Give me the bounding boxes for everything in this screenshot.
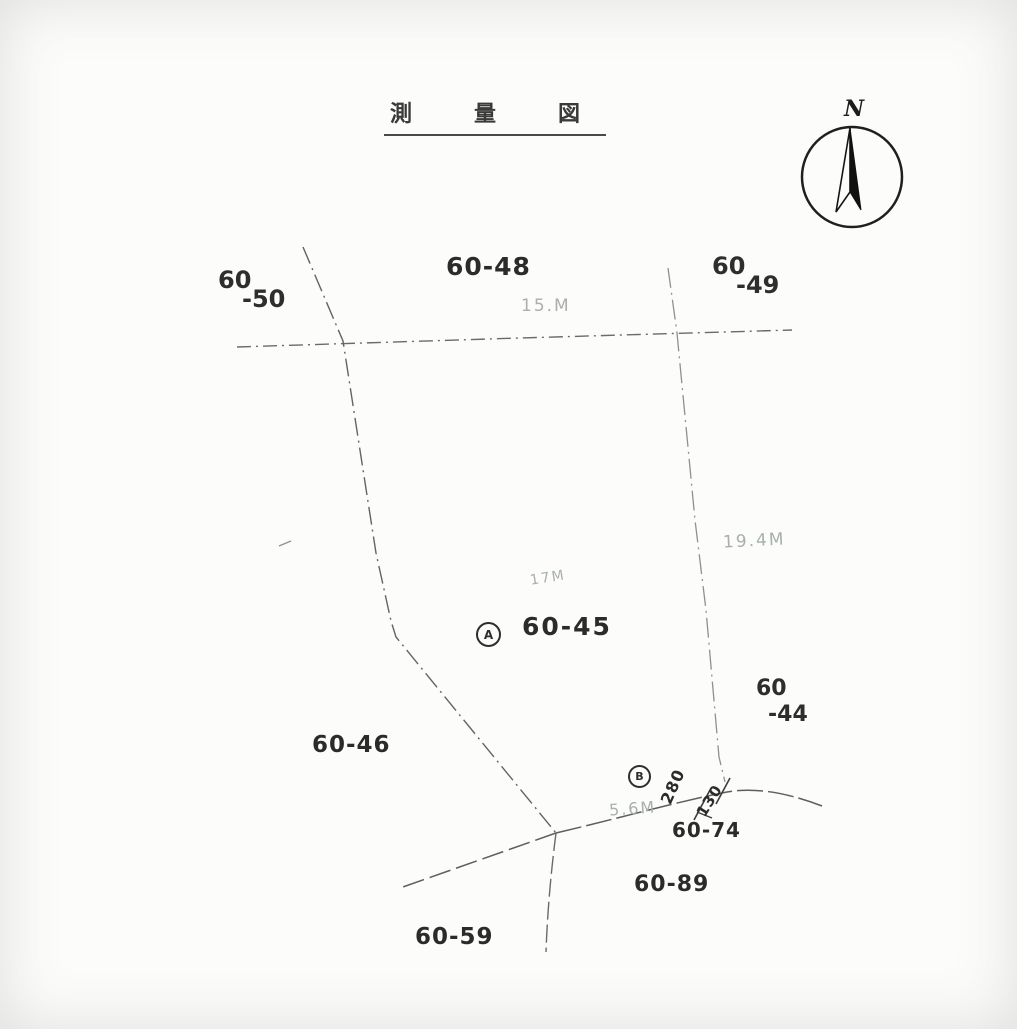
parcel-60-49-line2: -49 bbox=[736, 271, 780, 299]
parcel-label-60-50: 60 -50 bbox=[218, 266, 308, 322]
parcel-60-50-line1: 60 bbox=[218, 266, 252, 294]
parcel-label-60-59: 60-59 bbox=[415, 924, 494, 950]
tick-mark-2 bbox=[715, 777, 731, 805]
parcel-label-60-46: 60-46 bbox=[312, 732, 391, 758]
point-marker-b: B bbox=[628, 765, 651, 788]
boundary-southwest bbox=[399, 832, 557, 889]
tick-mark-1 bbox=[693, 789, 711, 821]
measurement-top-edge: 15.M bbox=[521, 296, 571, 316]
measurement-right-edge: 19.4M bbox=[722, 529, 787, 553]
parcel-label-60-89: 60-89 bbox=[634, 872, 710, 897]
boundary-bottom-curve bbox=[555, 789, 823, 834]
boundary-south bbox=[545, 832, 557, 953]
parcel-60-49-line1: 60 bbox=[712, 252, 746, 280]
compass-icon bbox=[800, 125, 904, 229]
boundary-top bbox=[236, 329, 793, 348]
compass-north-label: N bbox=[844, 96, 865, 122]
parcel-label-60-48: 60-48 bbox=[446, 252, 531, 281]
point-marker-a: A bbox=[476, 622, 501, 647]
parcel-60-44-line2: -44 bbox=[768, 702, 808, 727]
parcel-label-60-45: 60-45 bbox=[522, 612, 612, 641]
boundary-right bbox=[667, 267, 726, 783]
parcel-60-44-line1: 60 bbox=[756, 676, 787, 701]
stray-mark bbox=[278, 540, 292, 547]
tick-mark-3 bbox=[696, 811, 713, 819]
parcel-label-60-74: 60-74 bbox=[672, 818, 741, 842]
parcel-label-60-49: 60 -49 bbox=[712, 252, 802, 308]
measurement-bottom-edge: 5.6M bbox=[608, 797, 657, 820]
parcel-label-60-44: 60 -44 bbox=[756, 676, 846, 732]
page-title: 測 量 図 bbox=[384, 102, 607, 136]
parcel-60-50-line2: -50 bbox=[242, 285, 286, 313]
